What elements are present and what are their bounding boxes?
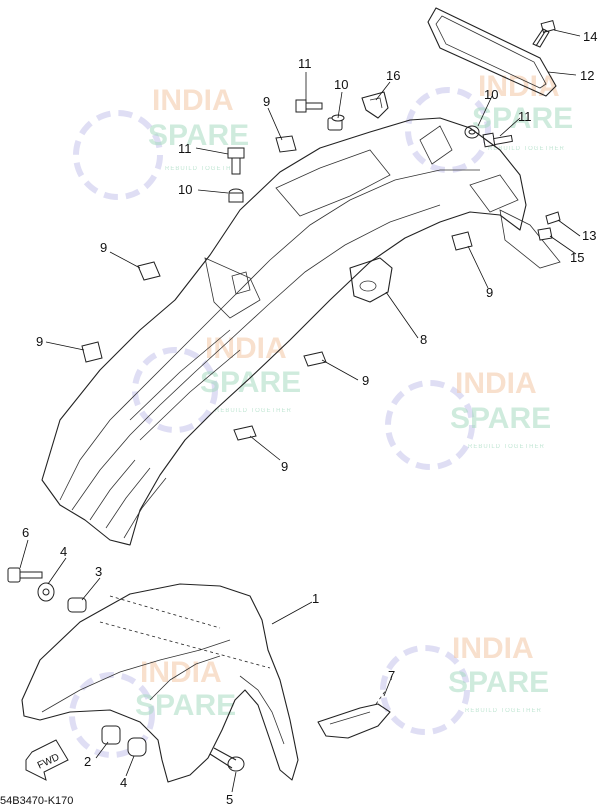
collar-2 <box>101 725 121 745</box>
callout-labels: 14 12 10 11 11 10 16 9 11 10 9 9 9 9 9 8… <box>22 29 597 806</box>
watermark-top-right: INDIA SPARE REBUILD TOGETHER <box>405 70 573 173</box>
callout-9-lower: 9 <box>281 459 288 474</box>
bolt-11-top <box>295 99 323 113</box>
callout-2: 2 <box>84 754 91 769</box>
callout-9-center: 9 <box>362 373 369 388</box>
watermark-middle: INDIA SPARE REBUILD TOGETHER <box>132 332 301 433</box>
callout-1: 1 <box>312 591 319 606</box>
part-13 <box>545 211 561 225</box>
callout-16: 16 <box>386 68 400 83</box>
nut-9-a <box>275 135 297 153</box>
callout-12: 12 <box>580 68 594 83</box>
clip-16 <box>361 91 389 119</box>
front-fender <box>21 583 299 783</box>
callout-4-top: 4 <box>60 544 67 559</box>
watermark-bottom-right: INDIA SPARE REBUILD TOGETHER <box>380 632 549 735</box>
callout-10-top: 10 <box>334 77 348 92</box>
watermark-line2: SPARE <box>448 666 549 699</box>
leader-lines <box>19 29 581 793</box>
watermark-line2: SPARE <box>472 102 573 135</box>
nut-9-d <box>303 351 327 367</box>
watermark-line2: SPARE <box>200 366 301 399</box>
watermark-tagline: REBUILD TOGETHER <box>165 166 242 172</box>
callout-11-right: 11 <box>518 109 532 124</box>
watermark-line1: INDIA <box>140 656 222 689</box>
watermark-tagline: REBUILD TOGETHER <box>465 708 542 714</box>
callout-10-left: 10 <box>178 182 192 197</box>
callout-9-top: 9 <box>263 94 270 109</box>
collar-10-right <box>464 125 480 139</box>
callout-9-right: 9 <box>486 285 493 300</box>
callout-6: 6 <box>22 525 29 540</box>
watermark-tagline: REBUILD TOGETHER <box>215 408 292 414</box>
collar-4-top <box>37 582 55 602</box>
watermark-line1: INDIA <box>152 84 234 117</box>
watermark-top: INDIA SPARE REBUILD TOGETHER <box>73 84 249 200</box>
bracket-8 <box>349 257 393 303</box>
bolt-5 <box>209 747 245 772</box>
callout-7: 7 <box>388 668 395 683</box>
callout-13: 13 <box>582 228 596 243</box>
collar-4-bottom <box>127 737 147 757</box>
callout-3: 3 <box>95 564 102 579</box>
callout-4-bottom: 4 <box>120 775 127 790</box>
collar-10-left <box>228 188 244 203</box>
watermark-line1: INDIA <box>205 332 287 365</box>
watermark-right: INDIA SPARE REBUILD TOGETHER <box>385 367 551 470</box>
watermark-bottom-left: INDIA SPARE <box>69 656 236 758</box>
callout-9-upper-left: 9 <box>100 240 107 255</box>
fwd-arrow-icon: FWD <box>25 739 69 781</box>
watermark-line1: INDIA <box>455 367 537 400</box>
callout-14: 14 <box>583 29 597 44</box>
part-7 <box>317 689 391 739</box>
callout-11-left: 11 <box>178 141 192 156</box>
bolt-14 <box>532 19 556 48</box>
callout-5: 5 <box>226 792 233 806</box>
watermark-tagline: REBUILD TOGETHER <box>468 444 545 450</box>
collar-10-top <box>327 114 345 131</box>
bolt-11-right <box>482 132 513 148</box>
callout-15: 15 <box>570 250 584 265</box>
part-15 <box>537 227 553 241</box>
watermark-tagline: REBUILD TOGETHER <box>488 146 565 152</box>
rear-fender <box>41 117 561 546</box>
watermark-line1: INDIA <box>452 632 534 665</box>
callout-8: 8 <box>420 332 427 347</box>
bolt-6 <box>7 567 43 583</box>
collar-3 <box>67 597 87 613</box>
nut-9-b <box>137 261 161 281</box>
watermark-line2: SPARE <box>135 689 236 722</box>
callout-11-top: 11 <box>298 56 312 71</box>
bolt-11-left <box>227 147 245 175</box>
watermark-line2: SPARE <box>450 402 551 435</box>
nut-9-c <box>81 341 103 363</box>
callout-10-right: 10 <box>484 87 498 102</box>
diagram-code: 54B3470-K170 <box>0 795 73 806</box>
callout-9-left: 9 <box>36 334 43 349</box>
license-plate-bracket <box>427 7 557 97</box>
nut-9-f <box>451 231 473 251</box>
watermark-line2: SPARE <box>148 119 249 152</box>
